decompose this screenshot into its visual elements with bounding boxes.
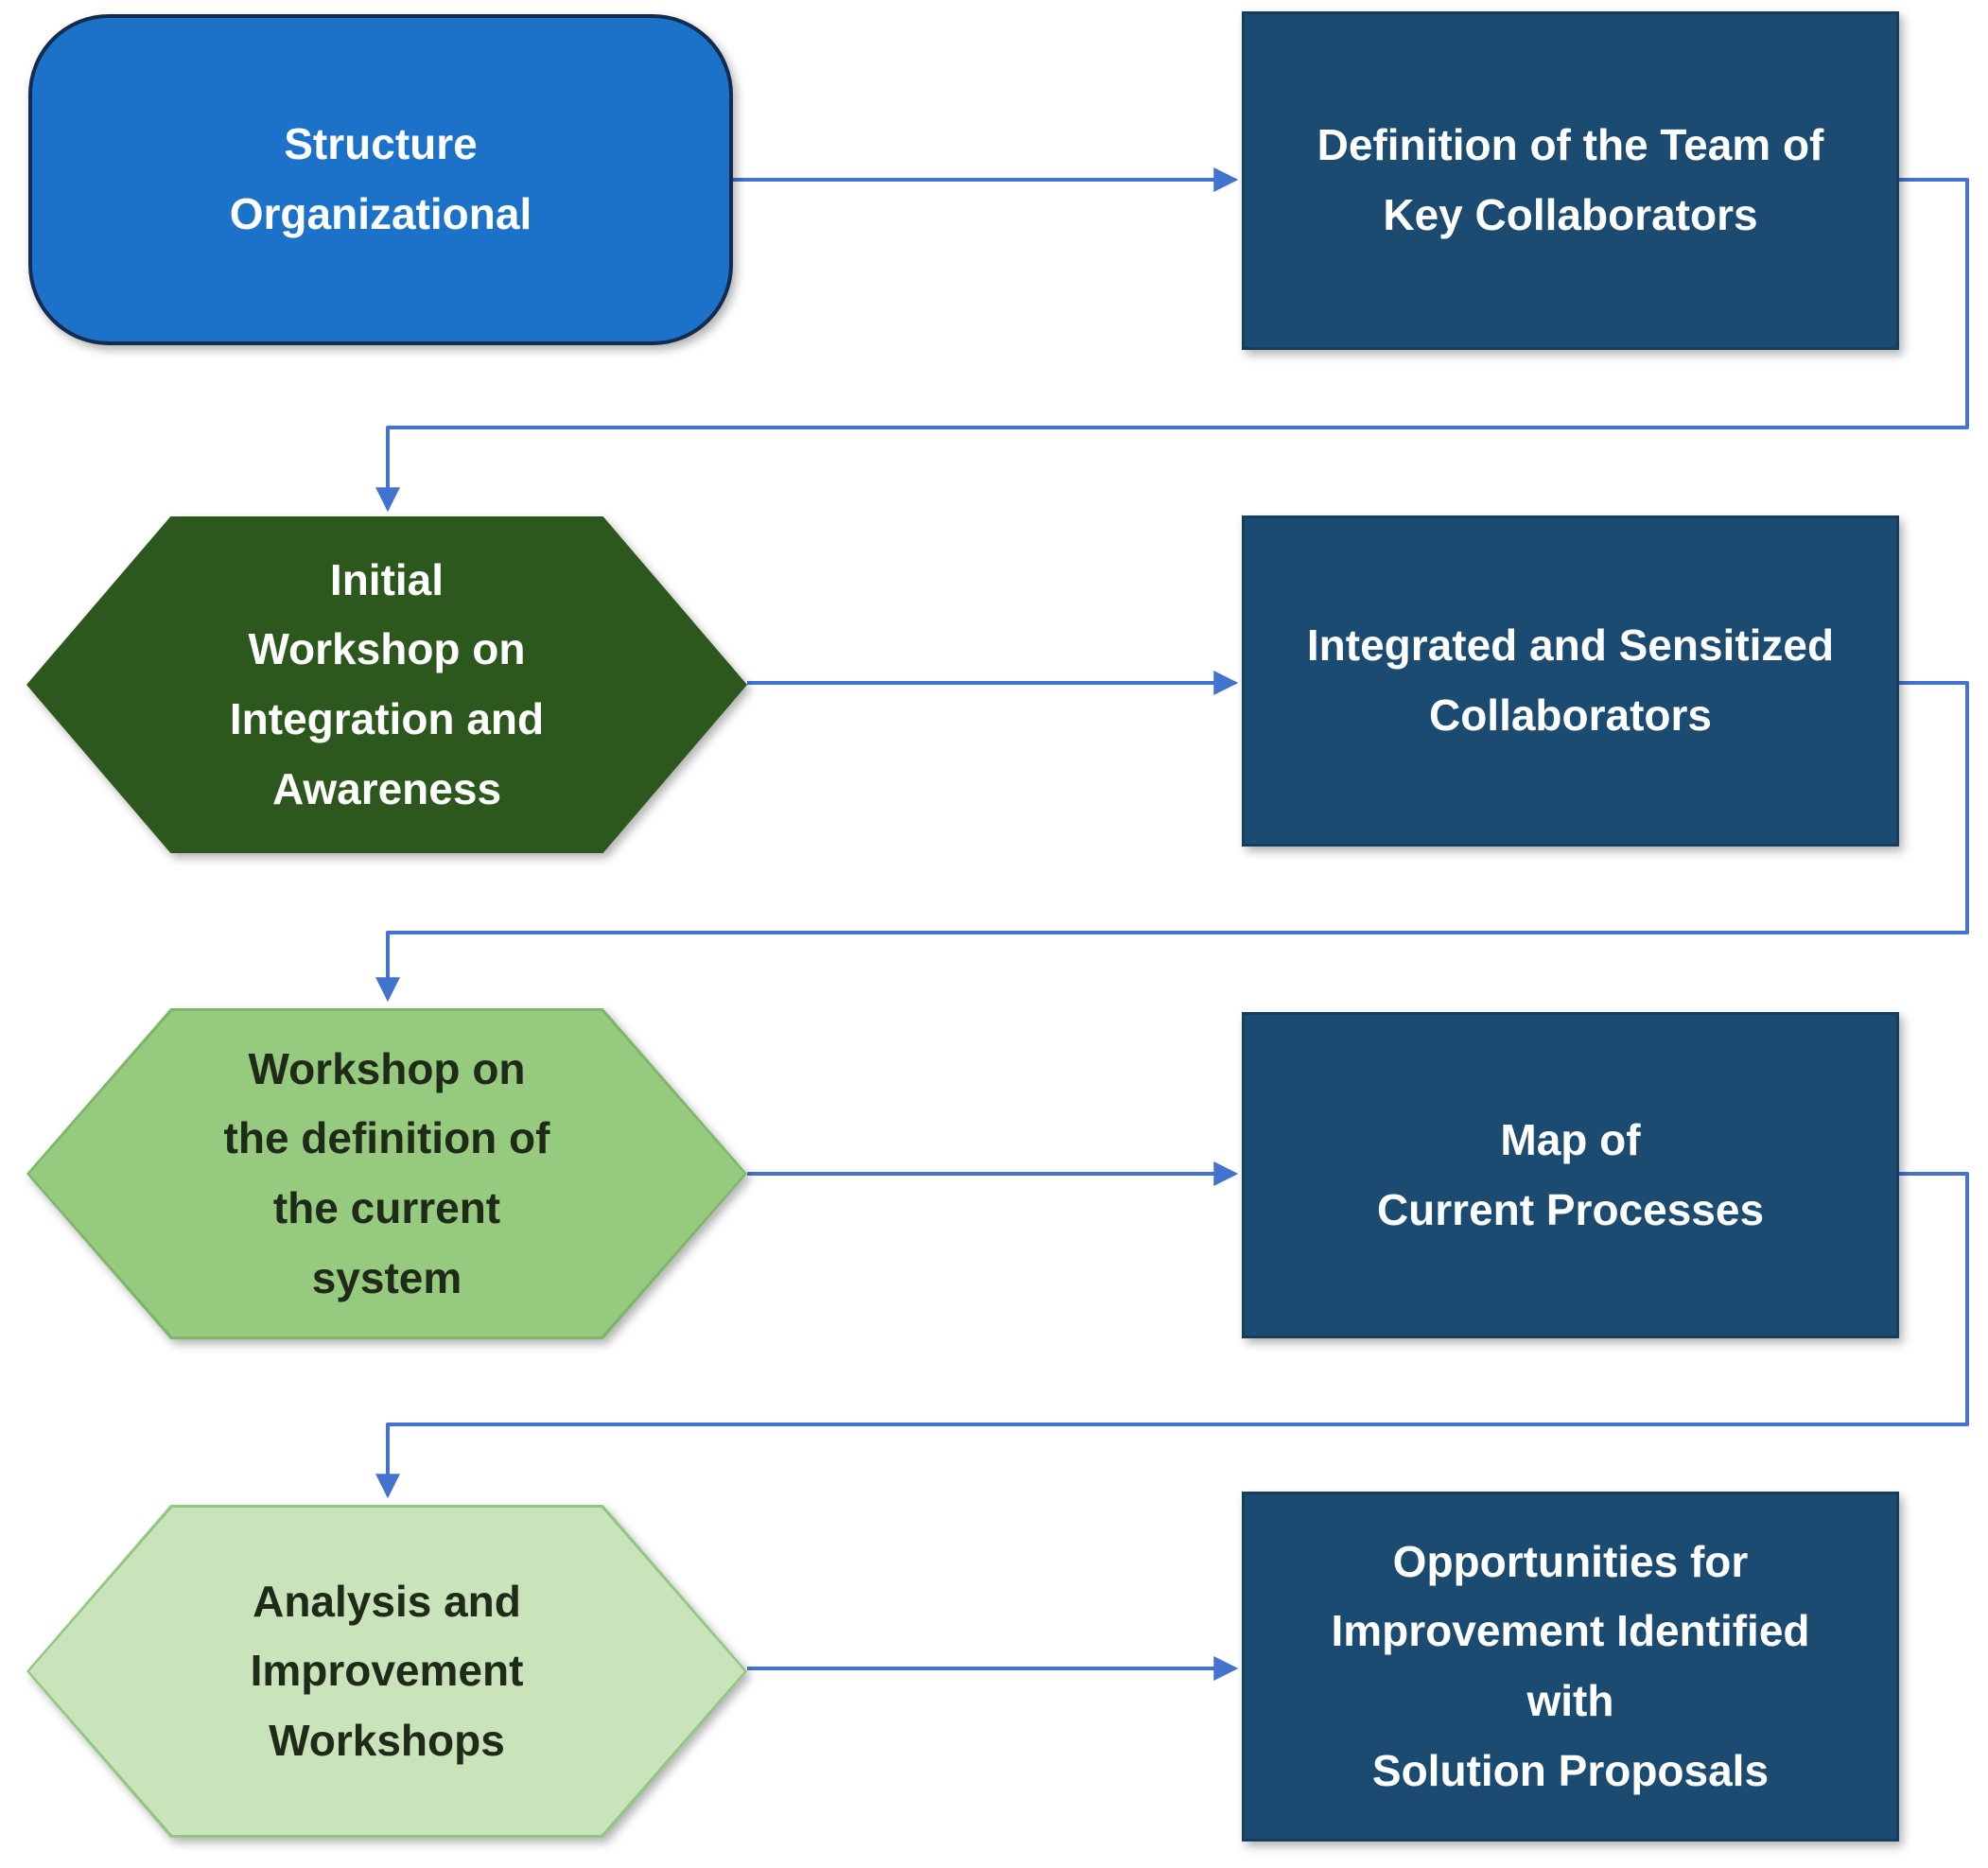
hexagon-fill	[29, 1011, 744, 1336]
flow-step-structure-organizational: Structure Organizational	[28, 14, 733, 345]
step-label: Workshop on the definition of the curren…	[223, 1043, 550, 1302]
flow-step-definition-team: Definition of the Team of Key Collaborat…	[1242, 11, 1899, 350]
step-label: Map of Current Processes	[1376, 1114, 1765, 1234]
flow-step-opportunities: Opportunities for Improvement Identified…	[1242, 1492, 1899, 1842]
connector-integrated-collaborators-to-workshop-current-system	[375, 681, 1969, 1003]
connector-definition-team-to-initial-workshop	[375, 178, 1969, 513]
hexagon-fill	[29, 519, 744, 850]
step-label: Analysis and Improvement Workshops	[250, 1576, 524, 1765]
step-label: Definition of the Team of Key Collaborat…	[1317, 120, 1824, 239]
hexagon-fill	[29, 1508, 744, 1835]
step-label: Integrated and Sensitized Collaborators	[1306, 620, 1835, 740]
step-label: Structure Organizational	[229, 119, 532, 238]
flow-step-initial-workshop: Initial Workshop on Integration and Awar…	[26, 516, 747, 853]
step-label: Opportunities for Improvement Identified…	[1331, 1536, 1810, 1795]
flow-step-analysis-improvement: Analysis and Improvement Workshops	[26, 1505, 747, 1838]
connector-map-current-processes-to-analysis-improvement	[375, 1172, 1969, 1499]
flow-step-map-current-processes: Map of Current Processes	[1242, 1012, 1899, 1338]
step-label: Initial Workshop on Integration and Awar…	[229, 554, 545, 813]
flow-step-integrated-collaborators: Integrated and Sensitized Collaborators	[1242, 515, 1899, 847]
flow-step-workshop-current-system: Workshop on the definition of the curren…	[26, 1008, 747, 1339]
